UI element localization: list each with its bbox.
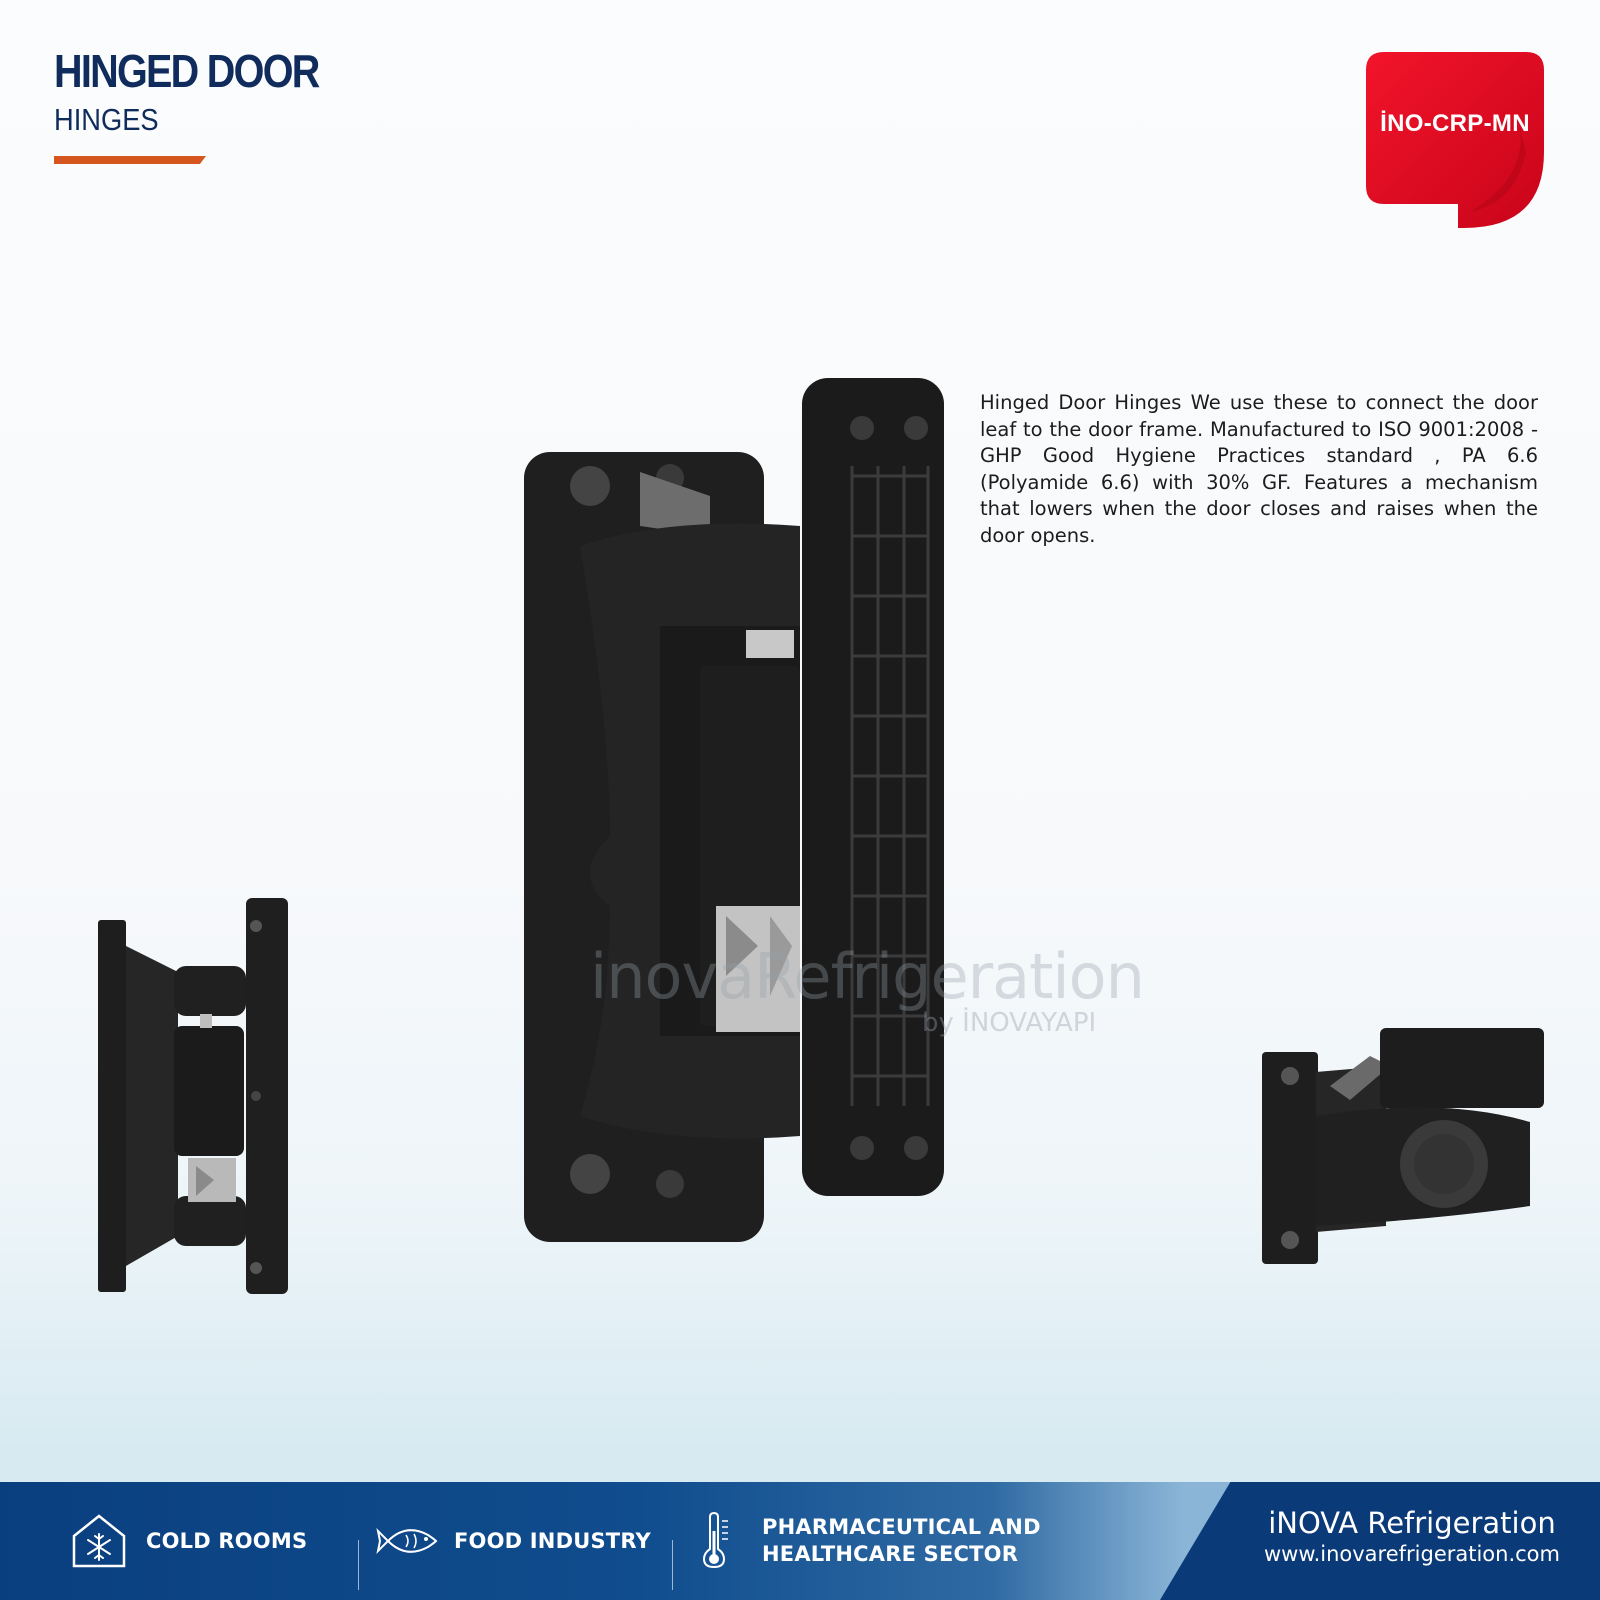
watermark-logo: inovaRefrigeration (590, 940, 1145, 1013)
brand-name: iNOVA Refrigeration (1268, 1506, 1556, 1540)
footer-label-food-industry: FOOD INDUSTRY (454, 1529, 651, 1553)
footer-label-pharmaceutical-line1: PHARMACEUTICAL AND (762, 1515, 1041, 1539)
footer-brand: iNOVA Refrigeration www.inovarefrigerati… (1264, 1506, 1560, 1566)
footer-separator (672, 1540, 673, 1590)
footer-label-pharmaceutical-line2: HEALTHCARE SECTOR (762, 1542, 1019, 1566)
footer-item-cold-rooms: COLD ROOMS (70, 1482, 307, 1600)
page-subtitle: HINGES (54, 102, 159, 137)
title-underline (54, 156, 206, 164)
hinge-top-view-image (1262, 1028, 1544, 1264)
thermometer-icon (702, 1511, 728, 1569)
badge-shape (1366, 52, 1544, 228)
watermark-sub: by İNOVAYAPI (922, 1008, 1097, 1038)
product-code: İNO-CRP-MN (1380, 110, 1530, 137)
product-description: Hinged Door Hinges We use these to conne… (980, 391, 1538, 547)
footer-separator (358, 1540, 359, 1590)
fish-icon (376, 1527, 438, 1555)
footer-item-pharmaceutical: PHARMACEUTICAL AND HEALTHCARE SECTOR (700, 1482, 1041, 1600)
hinge-side-view-image (98, 898, 288, 1294)
footer-label-cold-rooms: COLD ROOMS (146, 1529, 308, 1553)
product-code-badge: İNO-CRP-MN (1366, 52, 1544, 228)
footer-brand-panel (1160, 1482, 1600, 1600)
page-header: HINGED DOOR HINGES (54, 44, 362, 164)
brand-url-link[interactable]: www.inovarefrigeration.com (1263, 1542, 1560, 1566)
footer-bar: COLD ROOMS FOOD INDUSTRY PHARMACEUTICAL … (0, 1482, 1600, 1600)
page-title: HINGED DOOR (54, 45, 320, 97)
footer-item-food-industry: FOOD INDUSTRY (376, 1482, 651, 1600)
hinge-front-view-image (524, 378, 944, 1242)
snowflake-house-icon (72, 1514, 126, 1568)
